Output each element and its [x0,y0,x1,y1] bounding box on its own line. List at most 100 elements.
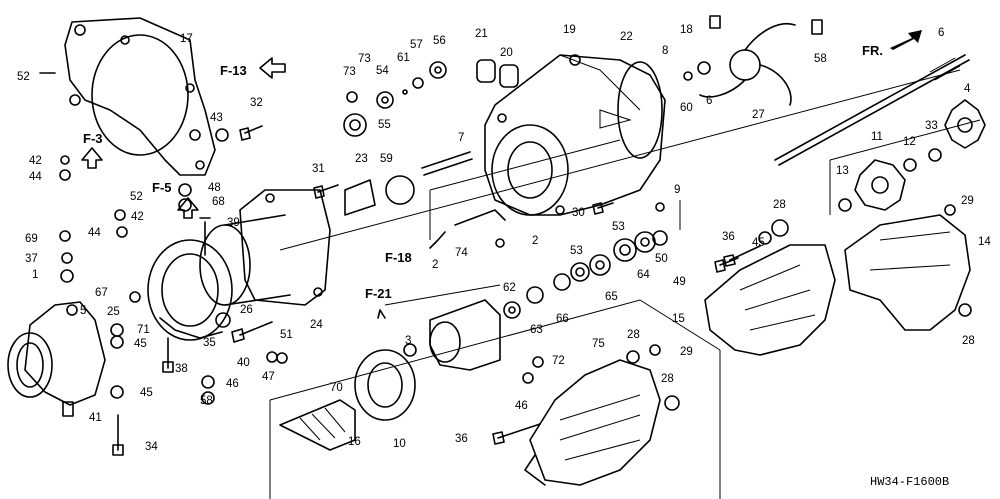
callout-46: 46 [515,400,528,412]
part-4-coupler [944,99,986,149]
callout-12: 12 [903,136,916,148]
callout-40: 40 [237,357,250,369]
callout-47: 47 [262,371,275,383]
callout-38: 38 [175,363,188,375]
callout-14: 14 [978,236,991,248]
callout-60: 60 [680,102,693,114]
callout-53: 53 [612,221,625,233]
section-ref-labels: F-13 F-3 F-5 F-18 F-21 [83,63,412,301]
part-15-cover [704,244,836,356]
callout-31: 31 [312,163,325,175]
callout-28: 28 [627,329,640,341]
callout-7: 7 [458,132,464,144]
callout-68: 68 [212,196,225,208]
callout-28: 28 [962,335,975,347]
section-ref-f13: F-13 [220,63,247,78]
section-ref-f5: F-5 [152,180,172,195]
callout-45: 45 [752,237,765,249]
callout-17: 17 [180,33,193,45]
callout-69: 69 [25,233,38,245]
callout-46: 46 [226,378,239,390]
callout-50: 50 [655,253,668,265]
part-16-cone [279,399,356,451]
callout-73: 73 [358,53,371,65]
callout-3: 3 [405,335,411,347]
callout-53: 53 [570,245,583,257]
bolts [39,72,761,456]
callout-61: 61 [397,52,410,64]
callout-21: 21 [475,28,488,40]
callout-16: 16 [348,436,361,448]
part-11-coupler [854,159,906,211]
callout-48: 48 [208,182,221,194]
callout-23: 23 [355,153,368,165]
part-6-drive-shaft [774,54,970,166]
callout-5: 5 [80,305,86,317]
part-shaft-housing [429,299,501,371]
callout-13: 13 [836,165,849,177]
callout-10: 10 [393,438,406,450]
callout-67: 67 [95,287,108,299]
callout-75: 75 [592,338,605,350]
callout-28: 28 [773,199,786,211]
callout-41: 41 [89,412,102,424]
callout-58: 58 [200,395,213,407]
callout-36: 36 [455,433,468,445]
front-direction-marker: FR. [862,30,922,58]
callout-28: 28 [661,373,674,385]
section-ref-f18: F-18 [385,250,412,265]
callout-57: 57 [410,39,423,51]
callout-37: 37 [25,253,38,265]
callout-42: 42 [29,155,42,167]
callout-22: 22 [620,31,633,43]
callout-6: 6 [938,27,944,39]
callout-2: 2 [532,235,538,247]
callout-11: 11 [871,131,883,143]
callout-66: 66 [556,313,569,325]
callout-56: 56 [433,35,446,47]
callout-59: 59 [380,153,393,165]
callout-1: 1 [32,269,38,281]
callout-63: 63 [530,324,543,336]
callout-54: 54 [376,65,389,77]
callout-27: 27 [752,109,765,121]
small-parts [59,15,972,417]
callout-52: 52 [130,191,143,203]
front-marker-label: FR. [862,43,883,58]
callout-71: 71 [137,324,150,336]
part-10-ring [354,349,416,421]
callout-19: 19 [563,24,576,36]
callout-44: 44 [88,227,101,239]
callout-42: 42 [131,211,144,223]
diagram-code: HW34-F1600B [870,475,949,489]
callout-62: 62 [503,282,516,294]
callout-39: 39 [227,217,240,229]
callout-2: 2 [432,259,438,271]
part-14-rear-bracket [844,204,971,331]
callout-35: 35 [203,337,216,349]
callout-8: 8 [662,45,668,57]
part-26-ring-housing [147,239,233,341]
callout-32: 32 [250,97,263,109]
callout-26: 26 [240,304,253,316]
callout-55: 55 [378,119,391,131]
callout-43: 43 [210,112,223,124]
part-25-nozzle [7,301,106,406]
callout-70: 70 [330,382,343,394]
callout-45: 45 [134,338,147,350]
callout-45: 45 [140,387,153,399]
callout-20: 20 [500,47,513,59]
part-75-impeller-housing [524,359,661,486]
section-ref-f21: F-21 [365,286,392,301]
callout-49: 49 [673,276,686,288]
callout-52: 52 [17,71,30,83]
callout-25: 25 [107,306,120,318]
callout-74: 74 [455,247,468,259]
part-19-pump-housing [484,54,666,216]
part-24-intake-housing [199,189,331,306]
callout-33: 33 [925,120,938,132]
callout-24: 24 [310,319,323,331]
callout-73: 73 [343,66,356,78]
callout-4: 4 [964,83,971,95]
